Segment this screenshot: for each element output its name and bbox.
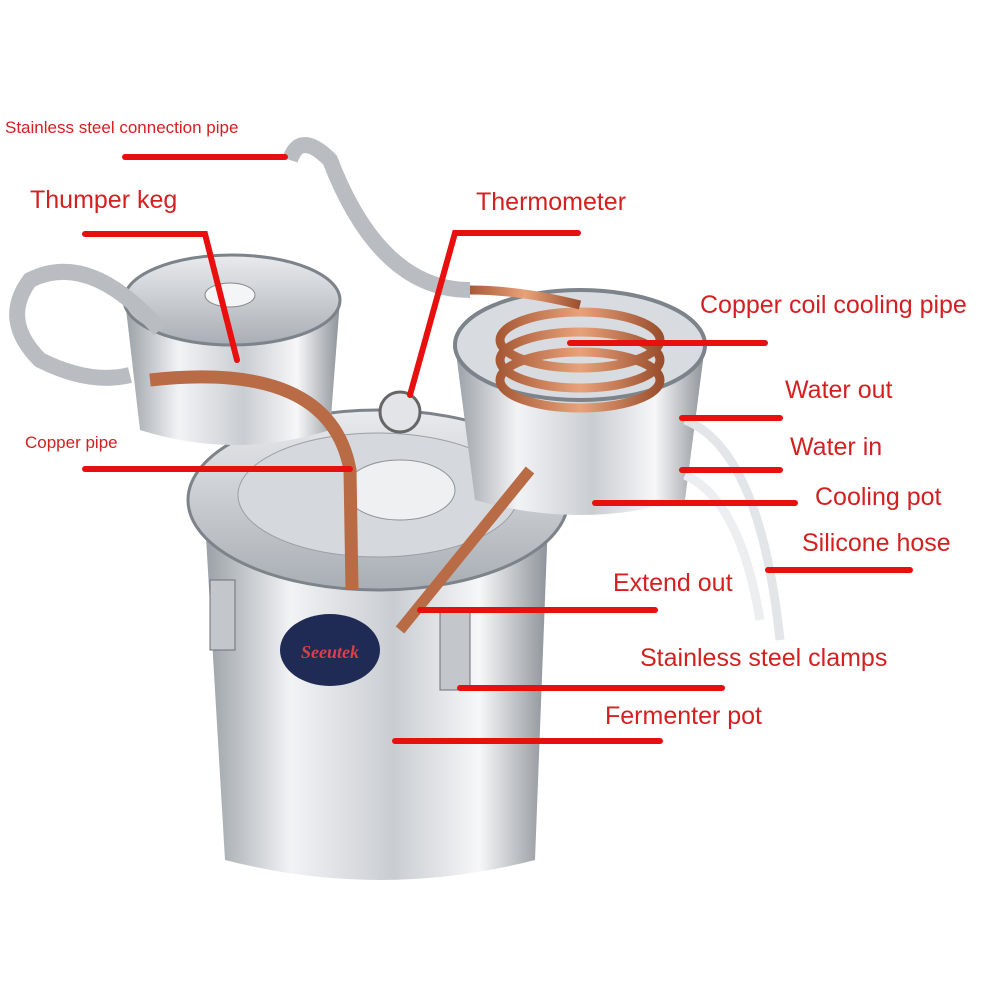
label-copper-pipe: Copper pipe (25, 433, 118, 452)
label-cooling-pot: Cooling pot (815, 483, 942, 511)
brand-logo (280, 614, 380, 686)
cooling-pot (453, 288, 707, 515)
label-silicone-hose: Silicone hose (802, 529, 951, 557)
label-water-out: Water out (785, 376, 893, 404)
copper-pipe (149, 370, 359, 591)
thumper-keg (122, 253, 342, 445)
label-water-in: Water in (790, 433, 883, 461)
silicone-hose (683, 415, 785, 641)
label-connection-pipe: Stainless steel connection pipe (5, 118, 239, 137)
leader-lines (82, 154, 913, 744)
thermometer-icon (378, 390, 422, 434)
label-thumper-keg: Thumper keg (30, 186, 178, 214)
svg-text:Seeutek: Seeutek (301, 642, 359, 662)
label-fermenter-pot: Fermenter pot (605, 702, 763, 730)
label-copper-coil: Copper coil cooling pipe (700, 291, 967, 319)
connection-pipe (282, 137, 471, 298)
extend-out-pipe (395, 466, 535, 634)
label-thermometer: Thermometer (476, 188, 627, 216)
label-extend-out: Extend out (613, 569, 733, 597)
clamp (439, 609, 471, 691)
label-clamps: Stainless steel clamps (640, 644, 888, 672)
